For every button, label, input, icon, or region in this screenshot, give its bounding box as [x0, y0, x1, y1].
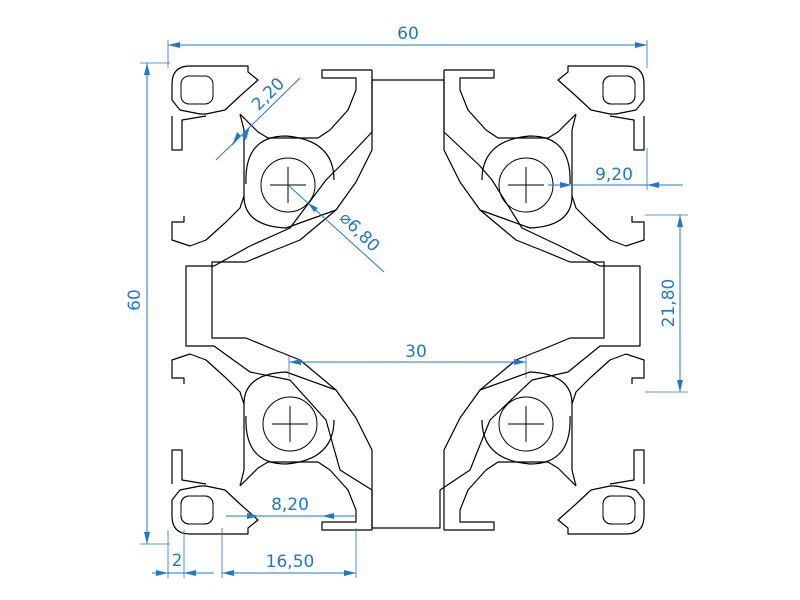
dim-wall-thickness: 2,20	[215, 74, 301, 161]
hole-bottom-right	[498, 396, 554, 452]
hole-top-right	[498, 157, 554, 213]
dim-slot-width: 8,20	[226, 495, 356, 519]
dim-overall-width: 60	[167, 24, 648, 68]
pocket-bottom-left	[180, 495, 214, 525]
center-opening	[185, 79, 641, 529]
dim-overall-width-label: 60	[397, 24, 419, 44]
dim-edge-offset: 2	[152, 530, 214, 578]
quadrant-bottom-right	[443, 299, 645, 535]
dim-center-distance-label: 30	[405, 342, 427, 362]
dim-groove-height: 21,80	[645, 214, 688, 393]
dim-overall-height-label: 60	[125, 289, 145, 311]
dim-slot-opening: 16,50	[221, 528, 357, 578]
hole-bottom-left	[262, 396, 318, 452]
dim-overall-height: 60	[125, 62, 170, 545]
dim-slot-opening-label: 16,50	[266, 552, 315, 572]
dim-slot-width-label: 8,20	[271, 495, 309, 515]
pocket-bottom-right	[602, 495, 636, 525]
dim-edge-offset-label: 2	[172, 551, 183, 571]
profile-outline	[171, 65, 645, 535]
dim-center-distance: 30	[288, 342, 527, 378]
dim-flange-depth-label: 9,20	[595, 165, 633, 185]
pocket-top-right	[602, 75, 636, 105]
dim-hole-diameter: 6,80 ⌀	[287, 184, 385, 273]
dim-groove-height-label: 21,80	[659, 279, 679, 328]
dim-flange-depth: 9,20	[548, 148, 683, 190]
